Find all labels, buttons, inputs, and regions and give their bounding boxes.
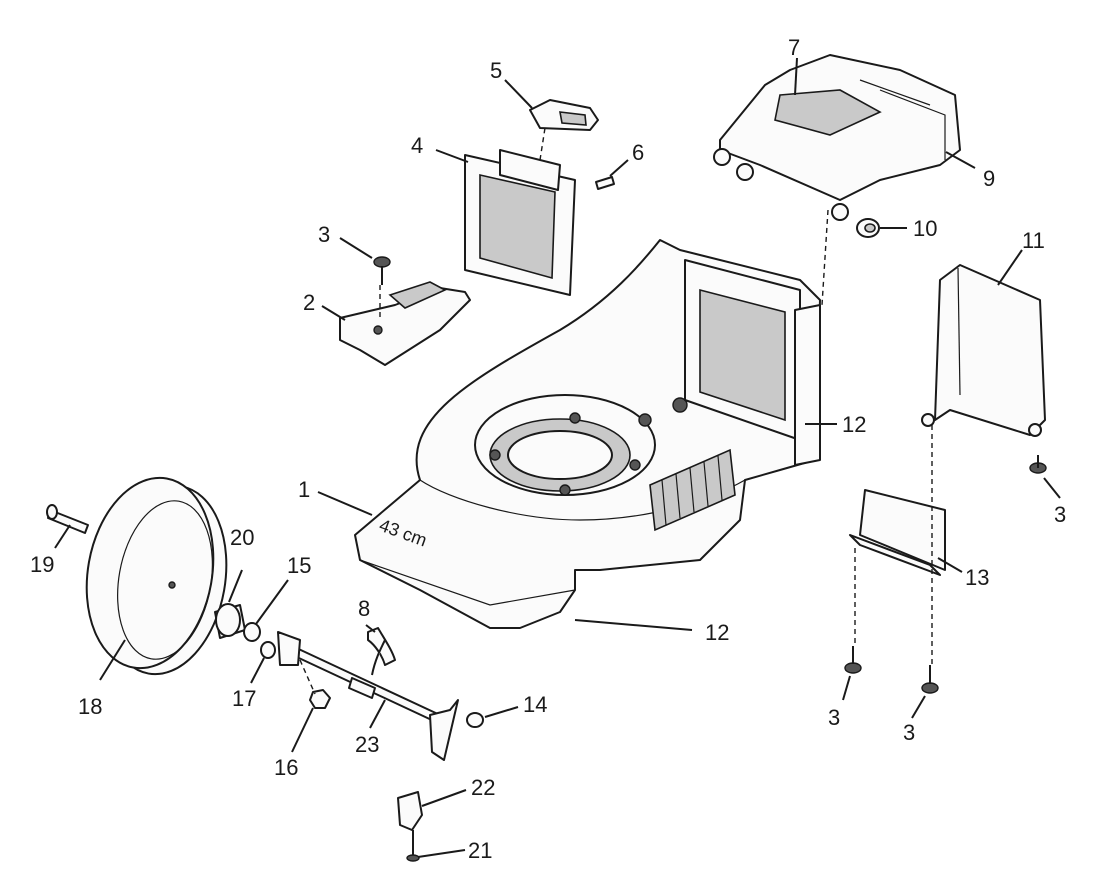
latch-clip [529, 99, 599, 131]
screw-lower-right [921, 665, 939, 694]
rear-deflector [849, 489, 946, 576]
callout-18: 18 [78, 694, 102, 719]
wheel-bolt [46, 504, 89, 534]
washer-outer [243, 622, 261, 642]
callout-8: 8 [358, 596, 370, 621]
wheel [85, 476, 228, 676]
callout-12-lower: 12 [705, 620, 729, 645]
mower-deck: 43 cm [354, 239, 821, 629]
side-guard-plate [921, 264, 1046, 437]
callout-3-lower-mid: 3 [828, 705, 840, 730]
rear-cover [713, 54, 961, 221]
nut-alignment-line [299, 659, 316, 695]
callout-5: 5 [490, 58, 502, 83]
callout-20: 20 [230, 525, 254, 550]
callout-3-lower-right: 3 [903, 720, 915, 745]
axle-nut [466, 712, 484, 728]
callout-2: 2 [303, 290, 315, 315]
callout-10: 10 [913, 216, 937, 241]
spring-clip [367, 627, 396, 676]
callout-22: 22 [471, 775, 495, 800]
callout-4: 4 [411, 133, 423, 158]
leader-lines [54, 57, 1061, 858]
callout-23: 23 [355, 732, 379, 757]
screw-lower-mid [844, 646, 862, 674]
screw-right-bracket [1029, 455, 1047, 474]
bushing [856, 218, 880, 238]
callout-1: 1 [298, 477, 310, 502]
height-adjust-bracket [339, 281, 471, 366]
callout-6: 6 [632, 140, 644, 165]
small-screw [406, 830, 420, 862]
small-bracket [397, 791, 423, 831]
callout-19: 19 [30, 552, 54, 577]
callout-3-upper-left: 3 [318, 222, 330, 247]
callout-15: 15 [287, 553, 311, 578]
screw-upper-left [373, 256, 391, 285]
callout-16: 16 [274, 755, 298, 780]
callout-13: 13 [965, 565, 989, 590]
washer-inner [260, 641, 276, 659]
latch-assembly-line [539, 127, 546, 161]
callout-9: 9 [983, 166, 995, 191]
callout-11: 11 [1022, 228, 1045, 253]
hinge-pin [595, 176, 615, 190]
discharge-chute-frame [464, 149, 576, 296]
hex-nut [309, 689, 331, 709]
callout-7: 7 [788, 35, 800, 60]
callout-3-right: 3 [1054, 502, 1066, 527]
height-adjust-axle [277, 631, 459, 761]
callout-14: 14 [523, 692, 547, 717]
callout-12-upper: 12 [842, 412, 866, 437]
callout-21: 21 [468, 838, 492, 863]
callout-17: 17 [232, 686, 256, 711]
cover-assembly-line [821, 209, 829, 306]
wheel-spacer [214, 603, 246, 639]
